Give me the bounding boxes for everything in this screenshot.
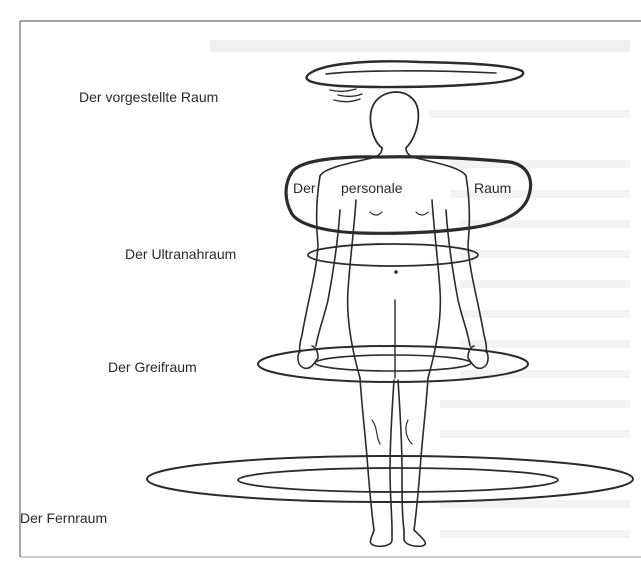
far-space-label: Der Fernraum (20, 510, 107, 526)
imagined-space-cloud (307, 61, 524, 102)
ultra-near-space-label: Der Ultranahraum (125, 246, 236, 262)
grasp-space-label: Der Greifraum (108, 359, 197, 375)
personal-space-label-der: Der (293, 180, 316, 196)
ultra-near-space-zone (308, 244, 478, 266)
personal-space-label-personale: personale (341, 180, 403, 196)
personal-space-label-raum: Raum (474, 180, 511, 196)
imagined-space-label: Der vorgestellte Raum (79, 89, 218, 105)
